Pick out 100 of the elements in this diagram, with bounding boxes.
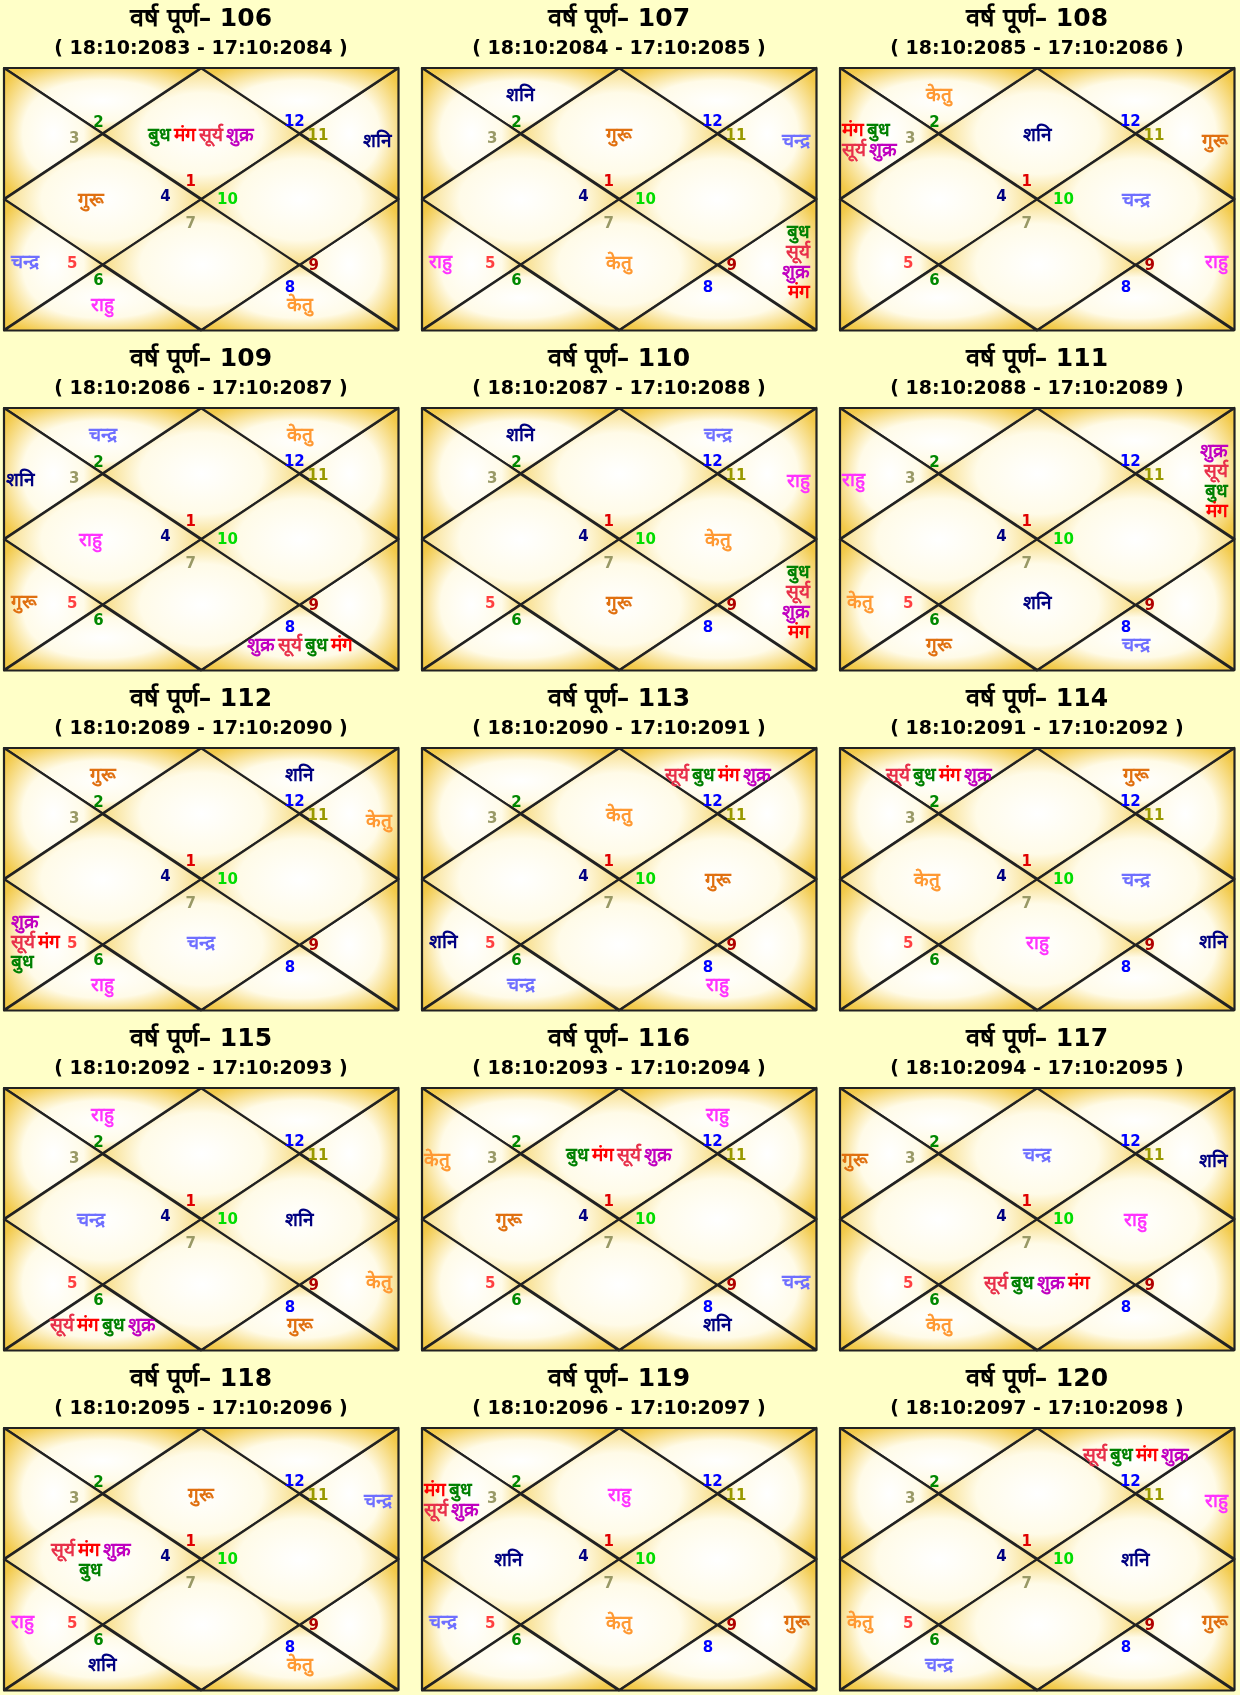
planet-name: सूर्य <box>664 764 689 785</box>
house-number: 12 <box>283 793 305 810</box>
house-number: 7 <box>1021 554 1032 571</box>
house-number: 10 <box>216 531 238 547</box>
house-number: 7 <box>603 894 614 911</box>
house-number: 11 <box>725 807 747 824</box>
planet-name: मंग <box>330 633 353 654</box>
planet-name: शनि <box>506 84 535 105</box>
house-number: 4 <box>996 528 1007 545</box>
house-number: 11 <box>307 807 329 824</box>
house-number: 10 <box>1052 1211 1074 1227</box>
house-number: 9 <box>308 256 319 273</box>
house-number: 7 <box>1021 894 1032 911</box>
house-number: 11 <box>1143 807 1165 824</box>
house-number: 9 <box>726 936 737 953</box>
house-number: 9 <box>1144 596 1155 613</box>
planet-name: शनि <box>494 1549 524 1569</box>
house-triangle <box>840 199 939 330</box>
chart-title: वर्ष पूर्ण– 112 <box>129 682 273 714</box>
planet-name: शनि <box>1199 930 1229 951</box>
house-number: 7 <box>603 1574 614 1591</box>
house-number: 12 <box>1119 793 1141 810</box>
house-number: 1 <box>603 852 614 869</box>
date-range: ( 18:10:2085 - 17:10:2086 ) <box>890 35 1184 60</box>
house-number: 2 <box>929 1134 940 1151</box>
planet-name: चन्द्र <box>76 1209 105 1229</box>
house-number: 3 <box>904 1149 916 1166</box>
planet-name: शुक्र <box>1200 440 1229 461</box>
house-number: 5 <box>66 594 78 611</box>
planet-name: मंग <box>841 118 864 139</box>
house-number: 2 <box>511 1134 522 1151</box>
house-number: 5 <box>484 254 496 271</box>
planet-name: शनि <box>1022 591 1052 612</box>
house-number: 2 <box>93 454 104 471</box>
house-number: 6 <box>511 1292 522 1309</box>
planet-name: मंग <box>174 123 196 144</box>
house-number: 4 <box>578 1208 589 1225</box>
house-number: 6 <box>511 272 522 289</box>
chart-title: वर्ष पूर्ण– 109 <box>129 342 273 374</box>
planet-name: चन्द्र <box>703 424 732 445</box>
house-number: 11 <box>307 1487 329 1504</box>
house-number: 6 <box>929 952 940 969</box>
house-number: 7 <box>185 214 196 231</box>
house-number: 6 <box>929 1632 940 1649</box>
house-number: 9 <box>1144 936 1155 953</box>
house-number: 8 <box>702 1298 714 1315</box>
date-range: ( 18:10:2087 - 17:10:2088 ) <box>472 375 766 400</box>
house-number: 10 <box>1052 1551 1074 1567</box>
house-number: 6 <box>511 1632 522 1649</box>
house-number: 4 <box>996 188 1007 205</box>
date-range: ( 18:10:2086 - 17:10:2087 ) <box>54 375 348 400</box>
house-number: 8 <box>1120 958 1132 975</box>
house-number: 12 <box>1119 453 1141 470</box>
house-number: 7 <box>1021 1574 1032 1591</box>
chart-title: वर्ष पूर्ण– 110 <box>547 342 691 374</box>
chart-title: वर्ष पूर्ण– 108 <box>965 2 1109 34</box>
house-number: 11 <box>725 127 747 144</box>
planet-name: केतु <box>286 424 313 445</box>
chart-title: वर्ष पूर्ण– 115 <box>129 1022 273 1054</box>
planet-name: मंग <box>1206 500 1229 521</box>
chart-title: वर्ष पूर्ण– 113 <box>547 682 691 714</box>
chart-title: वर्ष पूर्ण– 119 <box>547 1362 691 1394</box>
house-number: 7 <box>185 554 196 571</box>
house-number: 10 <box>634 531 656 547</box>
house-number: 4 <box>160 868 171 885</box>
house-number: 9 <box>726 1276 737 1293</box>
house-number: 2 <box>511 794 522 811</box>
house-number: 4 <box>578 528 589 545</box>
house-number: 5 <box>902 594 914 611</box>
house-number: 3 <box>486 129 498 146</box>
planet-name: मंग <box>76 1313 99 1334</box>
house-number: 11 <box>725 467 747 484</box>
date-range: ( 18:10:2089 - 17:10:2090 ) <box>54 715 348 740</box>
chart-title: वर्ष पूर्ण– 114 <box>965 682 1109 714</box>
house-number: 1 <box>1021 172 1032 189</box>
house-number: 1 <box>185 512 196 529</box>
house-number: 4 <box>996 868 1007 885</box>
chart-title: वर्ष पूर्ण– 117 <box>965 1022 1109 1054</box>
house-number: 11 <box>1143 1487 1165 1504</box>
house-number: 10 <box>634 1211 656 1227</box>
house-number: 2 <box>929 1474 940 1491</box>
date-range: ( 18:10:2091 - 17:10:2092 ) <box>890 715 1184 740</box>
house-number: 5 <box>902 1274 914 1291</box>
house-number: 8 <box>1120 278 1132 295</box>
house-number: 5 <box>484 934 496 951</box>
house-number: 3 <box>904 469 916 486</box>
house-number: 2 <box>929 114 940 131</box>
planet-name: चन्द्र <box>782 1270 811 1291</box>
planet-name: मंग <box>938 764 961 785</box>
house-number: 10 <box>1052 191 1074 207</box>
house-number: 11 <box>307 127 329 144</box>
house-number: 7 <box>603 554 614 571</box>
house-number: 10 <box>1052 871 1074 887</box>
planet-name: शुक्र <box>742 764 771 785</box>
house-number: 6 <box>93 1632 104 1649</box>
house-number: 2 <box>93 794 104 811</box>
planet-name: चन्द्र <box>506 973 535 994</box>
planet-name: सूर्य <box>885 764 910 785</box>
house-number: 8 <box>1120 1298 1132 1315</box>
planet-name: गुरू <box>89 764 116 785</box>
